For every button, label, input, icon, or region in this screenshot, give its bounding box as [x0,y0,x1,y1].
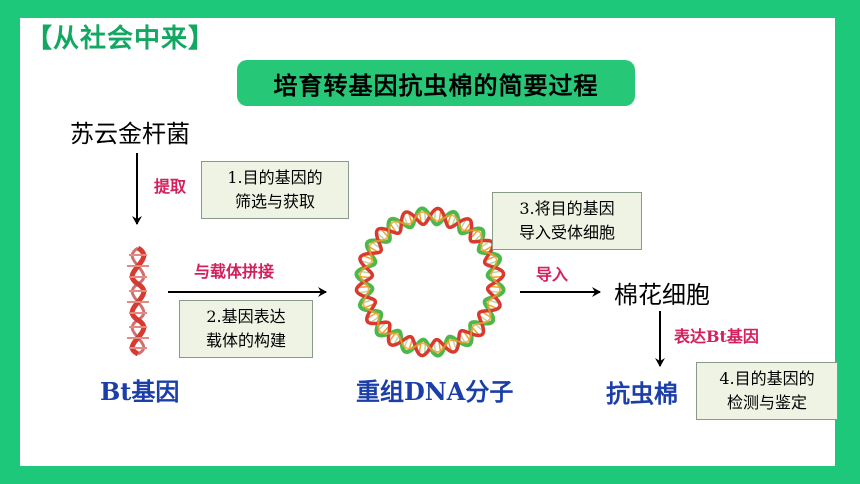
insect-resistant-cotton-label: 抗虫棉 [606,379,678,408]
step-1-line1: 1.目的基因的 [227,168,323,187]
step-1-line2: 筛选与获取 [234,192,315,211]
process-title-text: 培育转基因抗虫棉的简要过程 [273,70,599,100]
section-title: 【从社会中来】 [26,24,216,54]
step-3-line1: 3.将目的基因 [519,199,615,218]
step-3-line2: 导入受体细胞 [518,223,615,242]
bt-gene-dna-icon [127,246,149,356]
diagram-arrows [132,153,665,367]
bt-gene-label: Bt基因 [100,377,180,406]
cotton-cell-label: 棉花细胞 [614,281,710,309]
splice-label: 与载体拼接 [194,262,275,281]
extract-label: 提取 [154,177,187,196]
content-card: 【从社会中来】 培育转基因抗虫棉的简要过程 [20,18,838,466]
step-2-line1: 2.基因表达 [206,307,286,326]
import-label: 导入 [536,265,569,284]
step-2-line2: 载体的构建 [205,331,286,350]
source-label: 苏云金杆菌 [70,120,190,148]
step-4-line2: 检测与鉴定 [726,393,807,412]
step-box-1: 1.目的基因的 筛选与获取 [201,161,349,219]
step-box-3: 3.将目的基因 导入受体细胞 [492,192,642,250]
step-box-2: 2.基因表达 载体的构建 [179,300,313,358]
express-label: 表达Bt基因 [674,327,759,346]
process-title-banner: 培育转基因抗虫棉的简要过程 [237,60,635,106]
recombinant-dna-ring-icon [354,206,506,358]
step-4-line1: 4.目的基因的 [719,369,815,388]
recombinant-dna-label: 重组DNA分子 [356,377,514,406]
step-box-4: 4.目的基因的 检测与鉴定 [696,362,838,420]
